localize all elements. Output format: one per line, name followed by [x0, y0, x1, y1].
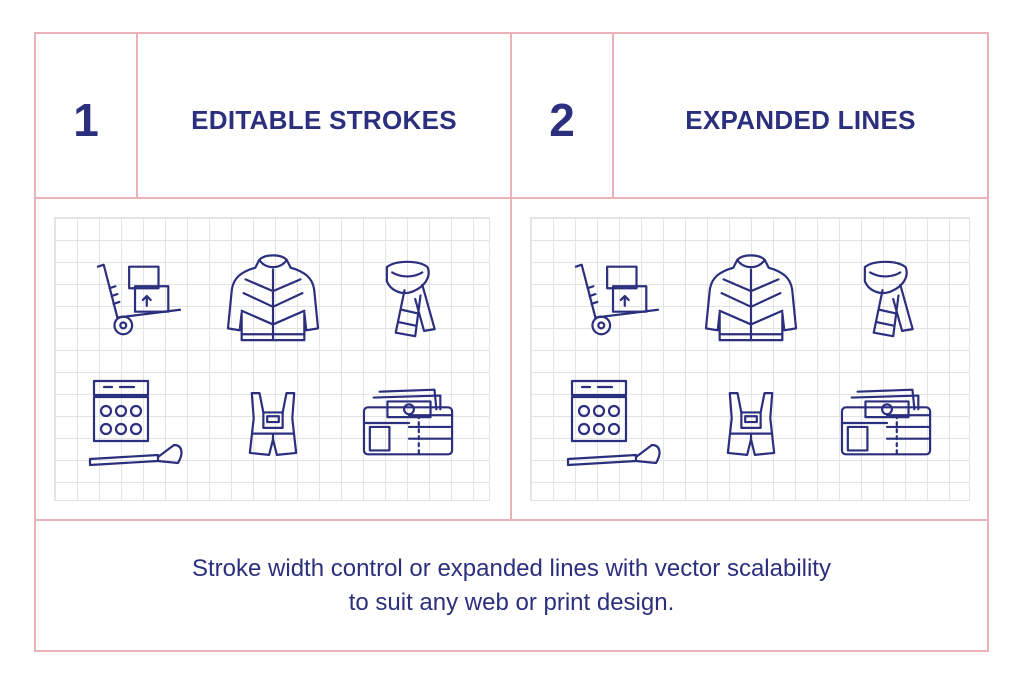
divider-vertical-center [510, 34, 512, 519]
caption-line-1: Stroke width control or expanded lines w… [192, 555, 831, 582]
overalls-icon [246, 376, 300, 472]
scarf-icon [378, 250, 440, 348]
wallet-icon [362, 386, 456, 460]
panel-2-title: EXPANDED LINES [685, 105, 916, 135]
divider-vertical-right-header [612, 34, 614, 197]
panel-1-title: EDITABLE STROKES [191, 105, 457, 135]
caption: Stroke width control or expanded lines w… [36, 552, 987, 620]
puffer-jacket-icon [704, 252, 798, 344]
hand-truck-icon [90, 258, 182, 338]
eyeshadow-palette-icon [88, 378, 184, 470]
divider-vertical-left-header [136, 34, 138, 197]
panel-1-number: 1 [73, 94, 99, 146]
panel-1-icon-grid [54, 217, 490, 501]
overalls-icon [724, 376, 778, 472]
wallet-icon [840, 386, 934, 460]
outer-frame [34, 32, 989, 652]
puffer-jacket-icon [226, 252, 320, 344]
eyeshadow-palette-icon [566, 378, 662, 470]
caption-line-2: to suit any web or print design. [348, 589, 675, 616]
scarf-icon [856, 250, 918, 348]
hand-truck-icon [568, 258, 660, 338]
divider-horizontal-bottom [36, 519, 987, 521]
panel-2-number: 2 [549, 94, 575, 146]
